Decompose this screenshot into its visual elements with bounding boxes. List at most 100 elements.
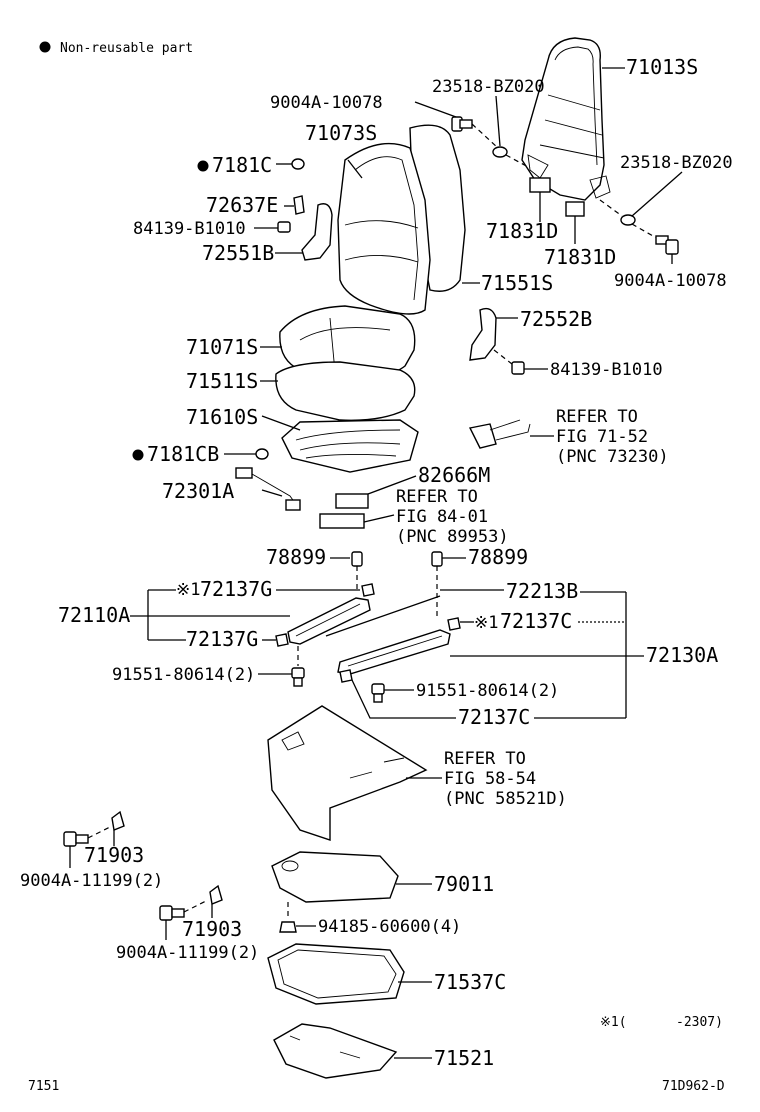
label-72137C-bot: 72137C — [458, 705, 530, 729]
label-71610S: 71610S — [186, 405, 258, 429]
bolt-9004A-11199-b — [159, 905, 185, 921]
label-79011: 79011 — [434, 872, 494, 896]
label-71831D-b: 71831D — [544, 245, 616, 269]
seat-track-72110A — [287, 597, 371, 645]
stud-78899-right — [431, 551, 443, 567]
seat-cushion-pad-71511S — [275, 361, 416, 421]
label-94185-60600: 94185-60600(4) — [318, 917, 461, 937]
label-84139-B1010-left: 84139-B1010 — [133, 219, 246, 239]
refer-to-89953-line3: (PNC 89953) — [396, 527, 509, 547]
cap-72637E — [293, 195, 305, 215]
label-71013S: 71013S — [626, 55, 698, 79]
bracket-71831D-a — [529, 177, 551, 193]
label-82666M: 82666M — [418, 463, 490, 487]
legend-text: Non-reusable part — [60, 41, 193, 56]
non-reusable-dot-icon — [197, 160, 209, 172]
label-9004A-10078-right: 9004A-10078 — [614, 271, 727, 291]
label-72137G-top: 72137G — [200, 577, 272, 601]
label-71903-b: 71903 — [182, 917, 242, 941]
drawing-id: 71D962-D — [662, 1079, 725, 1094]
clip-7181C — [291, 158, 305, 170]
label-23518-BZ020-right: 23518-BZ020 — [620, 153, 733, 173]
label-71831D-a: 71831D — [486, 219, 558, 243]
bolt-9004A-10078-top — [451, 116, 473, 132]
clip-72137C-top — [447, 617, 461, 631]
label-7181C: 7181C — [212, 153, 272, 177]
cover-71521 — [273, 1023, 398, 1079]
seat-track-72130A — [337, 629, 451, 675]
refer-to-58521D-line2: FIG 58-54 — [444, 769, 536, 789]
label-72137G-bot: 72137G — [186, 627, 258, 651]
label-72301A: 72301A — [162, 479, 234, 503]
bolt-91551-left — [291, 667, 305, 687]
label-71073S: 71073S — [305, 121, 377, 145]
nut-94185 — [279, 921, 297, 933]
cover-79011 — [271, 851, 399, 903]
refer-to-58521D-line3: (PNC 58521D) — [444, 789, 567, 809]
non-reusable-dot-icon — [132, 449, 144, 461]
label-71551S: 71551S — [481, 271, 553, 295]
non-reusable-dot-icon — [39, 41, 51, 53]
seat-base-ref-58521D — [267, 705, 428, 841]
connector-82666M — [335, 493, 369, 509]
label-72637E: 72637E — [206, 193, 278, 217]
label-72110A: 72110A — [58, 603, 130, 627]
label-72552B: 72552B — [520, 307, 592, 331]
seat-frame-71610S — [281, 419, 419, 473]
label-78899-left: 78899 — [266, 545, 326, 569]
seatback-frame-71013S — [521, 37, 611, 201]
refer-to-89953-line2: FIG 84-01 — [396, 507, 488, 527]
label-72551B: 72551B — [202, 241, 274, 265]
seatback-cushion-71073S — [337, 124, 466, 315]
seat-cushion-cover-71071S — [279, 305, 416, 381]
refer-to-58521D-line1: REFER TO — [444, 749, 526, 769]
screw-84139-right — [511, 361, 525, 375]
clip-72137G-top — [361, 583, 375, 597]
label-78899-right: 78899 — [468, 545, 528, 569]
seal-71537C — [267, 943, 405, 1005]
footnote-mark: ※1( — [600, 1015, 627, 1030]
label-9004A-10078-top: 9004A-10078 — [270, 93, 383, 113]
clip-71903-a — [111, 810, 125, 831]
screw-84139-left — [277, 221, 291, 233]
label-71511S: 71511S — [186, 369, 258, 393]
cover-72551B — [301, 203, 333, 261]
refer-to-89953-line1: REFER TO — [396, 487, 478, 507]
ref1-mark-72137G: ※1 — [176, 580, 200, 600]
clip-72137G-bot — [275, 633, 289, 647]
label-71537C: 71537C — [434, 970, 506, 994]
ref1-mark-72137C: ※1 — [474, 613, 498, 633]
label-71071S: 71071S — [186, 335, 258, 359]
label-9004A-11199-a: 9004A-11199(2) — [20, 871, 163, 891]
stud-78899-left — [351, 551, 363, 567]
bolt-9004A-10078-right — [655, 235, 679, 255]
bolt-91551-right — [371, 683, 385, 703]
figure-number: 7151 — [28, 1079, 59, 1094]
cover-72552B — [469, 307, 497, 361]
refer-to-73230-line2: FIG 71-52 — [556, 427, 648, 447]
nut-23518-right — [620, 214, 636, 226]
label-23518-BZ020-top: 23518-BZ020 — [432, 77, 545, 97]
clip-72137C-bot — [339, 669, 353, 683]
label-71903-a: 71903 — [84, 843, 144, 867]
label-72130A: 72130A — [646, 643, 718, 667]
label-72213B: 72213B — [506, 579, 578, 603]
lever-ref-73230 — [468, 419, 531, 449]
bracket-71831D-b — [565, 201, 585, 217]
label-7181CB: 7181CB — [147, 442, 219, 466]
clip-71903-b — [209, 884, 223, 905]
footnote-range: -2307) — [676, 1015, 723, 1030]
label-9004A-11199-b: 9004A-11199(2) — [116, 943, 259, 963]
label-71521: 71521 — [434, 1046, 494, 1070]
bolt-9004A-11199-a — [63, 831, 89, 847]
label-72137C-top: 72137C — [500, 609, 572, 633]
nut-23518-top — [492, 146, 508, 158]
label-84139-B1010-right: 84139-B1010 — [550, 360, 663, 380]
switch-ref-89953 — [319, 513, 365, 529]
clip-7181CB — [255, 448, 269, 460]
harness-72301A — [235, 467, 301, 511]
label-91551-80614-right: 91551-80614(2) — [416, 681, 559, 701]
label-91551-80614-left: 91551-80614(2) — [112, 665, 255, 685]
refer-to-73230-line1: REFER TO — [556, 407, 638, 427]
